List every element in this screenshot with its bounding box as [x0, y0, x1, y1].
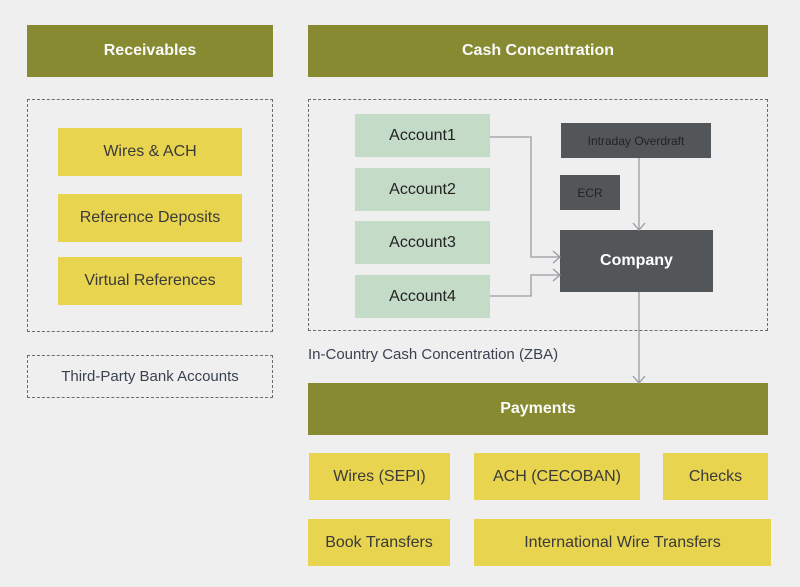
payments-header: Payments: [308, 383, 768, 435]
zba-caption: In-Country Cash Concentration (ZBA): [308, 346, 559, 363]
third-party-label: Third-Party Bank Accounts: [61, 368, 239, 385]
receivable-label: Virtual References: [84, 272, 216, 289]
payments-title: Payments: [500, 400, 576, 417]
payment-label: ACH (CECOBAN): [492, 467, 621, 485]
receivable-reference-deposits[interactable]: Reference Deposits: [58, 194, 242, 242]
payment-international-wire-transfers[interactable]: International Wire Transfers: [474, 519, 771, 566]
account-label: Account1: [389, 126, 456, 144]
intraday-overdraft[interactable]: Intraday Overdraft: [561, 123, 711, 158]
receivables-group: [27, 99, 273, 332]
zba-group: [308, 99, 768, 331]
receivable-wires-ach[interactable]: Wires & ACH: [58, 128, 242, 176]
payment-label: Wires (SEPI): [333, 467, 426, 485]
payment-label: Book Transfers: [325, 533, 433, 551]
payment-label: International Wire Transfers: [524, 533, 721, 551]
payment-wires-sepi[interactable]: Wires (SEPI): [309, 453, 450, 500]
account-label: Account3: [389, 233, 456, 251]
receivable-label: Reference Deposits: [79, 209, 221, 226]
payment-checks[interactable]: Checks: [663, 453, 768, 500]
company-label: Company: [600, 252, 673, 269]
receivables-header: Receivables: [27, 25, 273, 77]
account-2[interactable]: Account2: [355, 168, 490, 211]
account-label: Account2: [389, 180, 456, 198]
receivables-title: Receivables: [103, 42, 197, 59]
arrowhead-icon: [632, 375, 646, 384]
account-1[interactable]: Account1: [355, 114, 490, 157]
payment-label: Checks: [688, 467, 743, 485]
receivable-label: Wires & ACH: [103, 143, 197, 160]
intraday-overdraft-label: Intraday Overdraft: [587, 133, 685, 148]
cash-concentration-title: Cash Concentration: [461, 42, 614, 59]
payment-book-transfers[interactable]: Book Transfers: [308, 519, 450, 566]
cash-concentration-header: Cash Concentration: [308, 25, 768, 77]
account-3[interactable]: Account3: [355, 221, 490, 264]
payment-ach-cecoban[interactable]: ACH (CECOBAN): [474, 453, 640, 500]
account-label: Account4: [389, 287, 456, 305]
company-box[interactable]: Company: [560, 230, 713, 292]
third-party-bank-accounts[interactable]: Third-Party Bank Accounts: [27, 355, 273, 398]
ecr-box[interactable]: ECR: [560, 175, 620, 210]
receivable-virtual-references[interactable]: Virtual References: [58, 257, 242, 305]
account-4[interactable]: Account4: [355, 275, 490, 318]
ecr-label: ECR: [577, 185, 603, 200]
